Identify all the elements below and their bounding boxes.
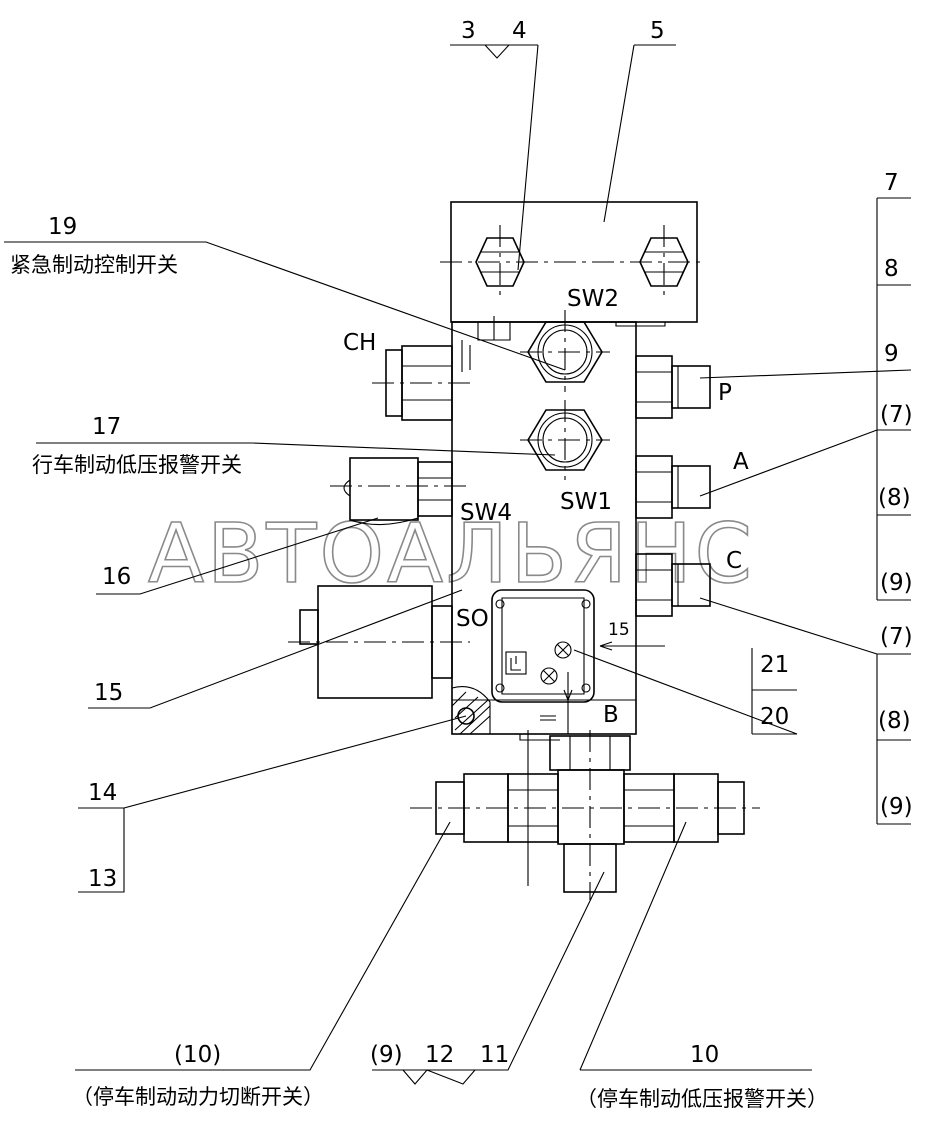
note-parking-brake-power-cutoff: （停车制动动力切断开关） (72, 1085, 324, 1109)
port-sw2-label: SW2 (567, 286, 619, 312)
callout-21-20: 21 20 (573, 648, 798, 735)
valve-body (451, 316, 666, 741)
fitting-p: P (635, 355, 732, 419)
callout-11-label: 11 (480, 1042, 509, 1068)
callout-21-label: 21 (760, 652, 789, 678)
callout-14-label: 14 (88, 780, 117, 806)
port-b-label: B (603, 702, 619, 728)
callout-12-label: 12 (425, 1042, 454, 1068)
callout-16-label: 16 (102, 564, 131, 590)
callout-16: 16 (96, 517, 379, 595)
callout-3-label: 3 (461, 18, 476, 44)
callout-5-label: 5 (650, 18, 665, 44)
note-service-brake-low-pressure-alarm: 行车制动低压报警开关 (32, 453, 242, 477)
callout-9b-label: (9) (880, 570, 913, 596)
callout-15-label: 15 (94, 680, 123, 706)
callout-10: 10 （停车制动低压报警开关） (576, 821, 828, 1111)
switch-sw4: SW4 (330, 457, 512, 526)
port-c-label: C (726, 548, 742, 574)
callout-13-label: 13 (88, 866, 117, 892)
callout-17: 17 行车制动低压报警开关 (32, 414, 556, 477)
switch-sw2: SW2 (520, 286, 619, 392)
callout-7c-label: (7) (880, 624, 913, 650)
callout-19: 19 紧急制动控制开关 (4, 214, 566, 371)
callout-15-small-label: 15 (608, 620, 630, 640)
callout-10-paren: (10) （停车制动动力切断开关） (72, 821, 451, 1109)
callout-8-label: 8 (884, 256, 899, 282)
port-p-label: P (718, 380, 732, 406)
note-emergency-brake-switch: 紧急制动控制开关 (10, 253, 178, 277)
callout-19-label: 19 (48, 214, 77, 240)
callout-7-8-9: 7 8 9 (699, 170, 912, 600)
callout-10-label: 10 (690, 1042, 719, 1068)
fitting-ch: CH (343, 330, 471, 421)
callout-3-4: 3 4 (450, 18, 539, 271)
port-a-label: A (733, 449, 749, 475)
solenoid-so: SO (288, 585, 489, 699)
fitting-c: C (635, 548, 742, 617)
callout-9-paren-label: (9) (370, 1042, 403, 1068)
callout-7c-8c-9c: (7) (8) (9) (699, 597, 913, 825)
port-sw1-label: SW1 (560, 489, 612, 515)
fitting-a: A (635, 449, 749, 519)
callout-9-12-11: (9) 12 11 (370, 871, 605, 1085)
note-parking-brake-low-pressure-alarm: （停车制动低压报警开关） (576, 1087, 828, 1111)
callout-17-label: 17 (92, 414, 121, 440)
callout-9c-label: (9) (880, 794, 913, 820)
callout-4-label: 4 (512, 18, 527, 44)
callout-20-label: 20 (760, 704, 789, 730)
switch-sw1: SW1 (520, 400, 612, 515)
callout-14-13: 14 13 (78, 715, 467, 893)
port-ch-label: CH (343, 330, 376, 356)
callout-7b-label: (7) (880, 402, 913, 428)
callout-9-label: 9 (884, 341, 899, 367)
callout-8b-label: (8) (878, 485, 911, 511)
callout-8c-label: (8) (878, 708, 911, 734)
port-sw4-label: SW4 (460, 500, 512, 526)
callout-5: 5 (603, 18, 676, 223)
tee-assembly (410, 730, 760, 900)
solenoid-face: 15 (491, 589, 665, 734)
callout-15: 15 (88, 589, 463, 709)
port-so-label: SO (456, 606, 489, 632)
callout-7b-8b-9b: (7) (8) (9) (699, 402, 913, 601)
callout-10-paren-label: (10) (174, 1042, 221, 1068)
callout-7-label: 7 (884, 170, 899, 196)
